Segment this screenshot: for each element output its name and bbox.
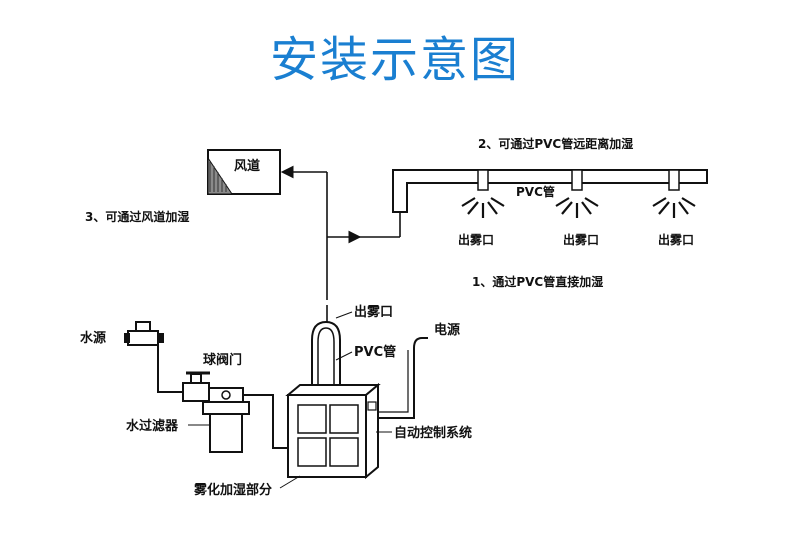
- pvc-pipe-label: PVC管: [354, 344, 396, 360]
- mode1-label: 1、通过PVC管直接加湿: [472, 274, 603, 289]
- unit-mist-pipes: [311, 305, 341, 385]
- water-tap: [124, 321, 164, 346]
- long-pvc-pipe: [327, 169, 708, 244]
- water-inlet-pipe: [157, 343, 185, 393]
- power-line: [378, 337, 428, 419]
- ball-valve-label: 球阀门: [203, 352, 242, 368]
- ball-valve: [182, 371, 210, 402]
- water-source-label: 水源: [80, 330, 106, 346]
- page-title: 安装示意图: [269, 32, 520, 88]
- mode2-label: 2、可通过PVC管远距离加湿: [478, 136, 633, 151]
- mist-nozzle-1: [461, 169, 505, 218]
- duct-feed-line: [280, 165, 328, 300]
- filter-to-unit-pipe: [243, 394, 292, 449]
- power-label: 电源: [434, 322, 460, 338]
- pvc-top-label: PVC管: [516, 184, 555, 199]
- water-filter: [202, 387, 250, 453]
- mist-outlet-label: 出雾口: [354, 304, 393, 320]
- mist-nozzle-3: [652, 169, 696, 218]
- humidifier-unit: [285, 382, 381, 480]
- mist-nozzle-2: [555, 169, 599, 218]
- air-duct: [207, 149, 281, 195]
- unit-leader: [279, 475, 301, 489]
- mist-outlet-leader: [335, 311, 353, 319]
- outlet-label-3: 出雾口: [658, 232, 694, 247]
- pvc-pipe-leader: [335, 351, 353, 361]
- auto-control-label: 自动控制系统: [394, 425, 472, 441]
- mode3-label: 3、可通过风道加湿: [85, 209, 189, 224]
- outlet-label-2: 出雾口: [563, 232, 599, 247]
- humidifier-unit-label: 雾化加湿部分: [193, 482, 272, 498]
- outlet-label-1: 出雾口: [458, 232, 494, 247]
- water-filter-label: 水过滤器: [126, 418, 179, 434]
- duct-label: 风道: [234, 158, 260, 174]
